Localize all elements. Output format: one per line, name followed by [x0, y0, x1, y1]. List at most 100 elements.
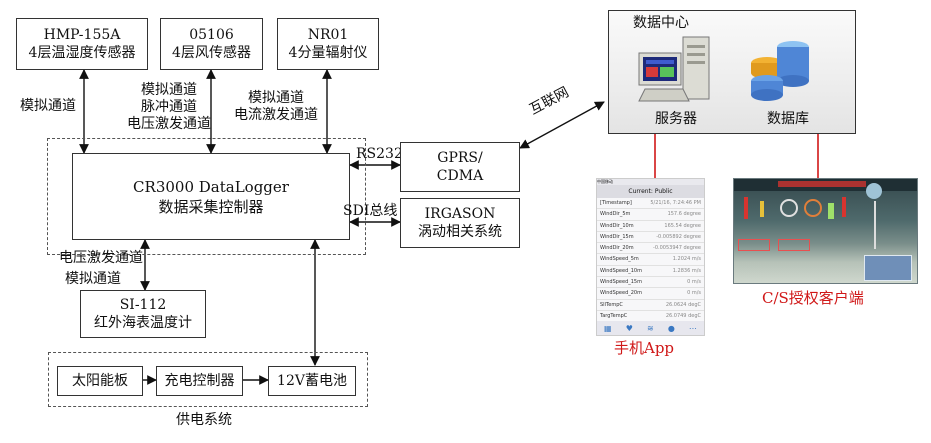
gprs-line1: GPRS/ — [437, 150, 483, 166]
gprs-cdma-box: GPRS/ CDMA — [400, 142, 520, 192]
sensor-05106: 05106 4层风传感器 — [160, 18, 263, 70]
label-wind-pulse: 脉冲通道 — [141, 99, 197, 115]
datalogger-model: CR3000 DataLogger — [133, 177, 289, 196]
charge-controller-box: 充电控制器 — [156, 366, 243, 396]
phone-data-row[interactable]: WindSpeed_20m 0 m/s — [597, 288, 704, 300]
label-si-analog: 模拟通道 — [65, 271, 121, 287]
label-si-voltage: 电压激发通道 — [59, 250, 143, 266]
sensor-hmp155a-model: HMP-155A — [43, 27, 121, 43]
thermometer-icon — [744, 197, 748, 219]
server-label: 服务器 — [655, 111, 697, 127]
data-panel — [738, 239, 770, 251]
battery-box: 12V蓄电池 — [268, 366, 356, 396]
sensor-05106-model: 05106 — [189, 27, 234, 43]
gauge-icon-2 — [804, 199, 822, 217]
phone-row-name: WindSpeed_20m — [600, 290, 642, 297]
phone-row-name: TargTempC — [600, 312, 628, 319]
phone-row-name: WindSpeed_15m — [600, 279, 642, 286]
phone-nav-bar: Current: Public — [597, 185, 704, 198]
sensor-hmp155a: HMP-155A 4层温湿度传感器 — [16, 18, 148, 70]
label-rad-analog: 模拟通道 — [248, 90, 304, 106]
phone-row-value: 0 m/s — [687, 279, 701, 286]
phone-row-name: WindDir_20m — [600, 245, 634, 252]
label-rad-channels: 模拟通道 电流激发通道 — [226, 90, 326, 124]
phone-app-label: 手机App — [614, 339, 675, 357]
si112-box: SI-112 红外海表温度计 — [80, 290, 206, 338]
phone-data-row[interactable]: WindDir_10m 165.54 degree — [597, 221, 704, 232]
phone-row-value: -0.005892 degree — [656, 233, 701, 240]
sensor-nr01-desc: 4分量辐射仪 — [288, 45, 368, 61]
datacenter-title: 数据中心 — [633, 15, 689, 31]
phone-tab-bar: ▦ ♥ ≋ ● ⋯ — [597, 321, 704, 335]
sensor-hmp155a-desc: 4层温湿度传感器 — [28, 45, 136, 61]
phone-title: Current: Public — [628, 188, 673, 195]
irgason-desc: 涡动相关系统 — [418, 224, 502, 240]
phone-row-name: WindDir_10m — [600, 222, 634, 229]
label-rad-current: 电流激发通道 — [234, 107, 318, 123]
gprs-line2: CDMA — [436, 168, 484, 184]
phone-row-name: SIlTempC — [600, 301, 623, 308]
phone-row-value: 1.2024 m/s — [672, 256, 701, 263]
heart-icon: ♥ — [625, 323, 633, 333]
cs-client-label: C/S授权客户端 — [762, 289, 864, 307]
phone-data-row[interactable]: WindSpeed_10m 1.2836 m/s — [597, 266, 704, 278]
sensor-nr01-model: NR01 — [307, 27, 349, 43]
charge-controller-label: 充电控制器 — [164, 373, 235, 389]
label-hmp-analog: 模拟通道 — [20, 98, 76, 114]
sensor-05106-desc: 4层风传感器 — [172, 45, 251, 61]
phone-row-value: 0 m/s — [687, 290, 701, 297]
label-wind-voltage: 电压激发通道 — [127, 116, 211, 132]
tower-icon — [874, 201, 906, 249]
phone-status-bar: 中国移动 — [597, 179, 704, 185]
datacenter-box: 数据中心 服务器 数据库 — [608, 10, 856, 134]
power-system-group — [48, 352, 368, 407]
chart-panel — [864, 255, 912, 281]
phone-row-name: WindDir_15m — [600, 233, 634, 240]
phone-row-value: 26.0749 degC — [665, 312, 701, 319]
thermometer-icon-2 — [760, 201, 764, 217]
phone-row-name: WindSpeed_5m — [600, 256, 639, 263]
phone-row-name: WindSpeed_10m — [600, 267, 642, 274]
phone-data-row[interactable]: SIlTempC 26.0624 degC — [597, 300, 704, 311]
phone-app-screen: 中国移动 Current: Public [Timestamp]5/21/16,… — [596, 178, 705, 336]
thermometer-icon-3 — [842, 197, 846, 217]
phone-row-value: 1.2836 m/s — [672, 267, 701, 274]
solar-panel-label: 太阳能板 — [72, 373, 128, 389]
cs-client-screen — [733, 178, 918, 284]
pin-icon: ● — [667, 323, 675, 333]
chart-icon: ≋ — [647, 323, 654, 333]
datalogger-box: CR3000 DataLogger 数据采集控制器 — [72, 153, 350, 240]
phone-data-row[interactable]: WindSpeed_5m 1.2024 m/s — [597, 254, 704, 266]
label-wind-channels: 模拟通道 脉冲通道 电压激发通道 — [116, 82, 222, 133]
label-sdi-bus: SDI总线 — [343, 203, 398, 219]
phone-row-name: [Timestamp] — [600, 200, 632, 206]
phone-data-row[interactable]: [Timestamp]5/21/16, 7:24:46 PM — [597, 198, 704, 210]
server-icon — [638, 36, 710, 102]
label-wind-analog: 模拟通道 — [141, 82, 197, 98]
datalogger-group — [47, 138, 366, 255]
level-bar-icon — [828, 203, 834, 219]
label-rs232: RS232 — [356, 146, 403, 162]
phone-carrier: 中国移动 — [597, 179, 613, 184]
phone-row-value: 26.0624 degC — [665, 301, 701, 308]
more-icon: ⋯ — [688, 323, 697, 333]
phone-row-value: -0.0053947 degree — [653, 245, 701, 252]
database-label: 数据库 — [767, 111, 809, 127]
datalogger-name: 数据采集控制器 — [158, 197, 264, 216]
si112-desc: 红外海表温度计 — [94, 315, 192, 331]
power-system-label: 供电系统 — [176, 412, 232, 428]
irgason-box: IRGASON 涡动相关系统 — [400, 198, 520, 248]
battery-label: 12V蓄电池 — [277, 373, 347, 389]
phone-data-row[interactable]: WindDir_20m -0.0053947 degree — [597, 243, 704, 255]
database-icon — [751, 41, 809, 101]
sensor-nr01: NR01 4分量辐射仪 — [277, 18, 379, 70]
grid-icon: ▦ — [604, 323, 612, 333]
cs-client-header-banner — [778, 181, 866, 187]
data-panel-2 — [778, 239, 810, 251]
phone-data-row[interactable]: WindDir_15m -0.005892 degree — [597, 232, 704, 244]
phone-row-value: 165.54 degree — [664, 222, 701, 229]
phone-data-row[interactable]: WindSpeed_15m 0 m/s — [597, 277, 704, 289]
